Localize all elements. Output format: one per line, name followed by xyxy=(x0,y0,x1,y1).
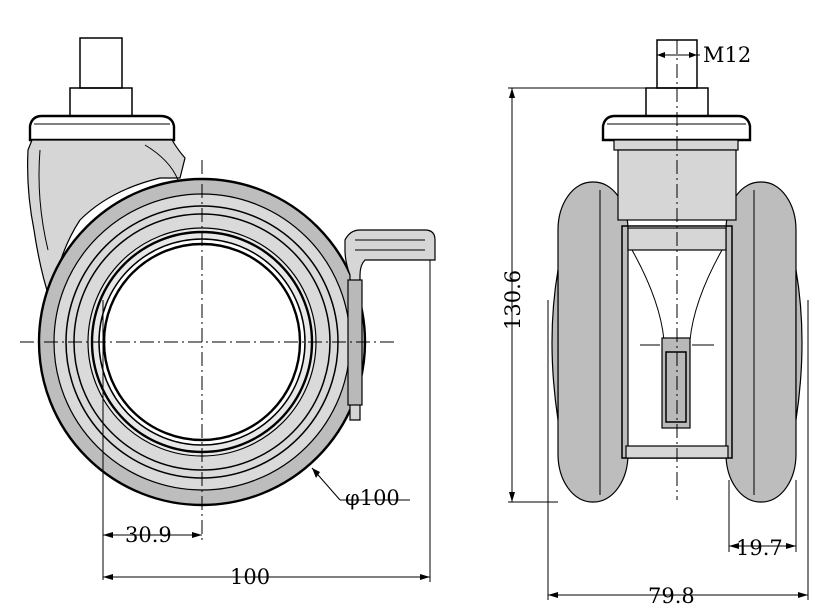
height-dimension xyxy=(508,87,650,503)
side-brake-pedal xyxy=(344,229,436,421)
offset-dimension xyxy=(102,300,202,580)
thread-label: M12 xyxy=(703,43,751,67)
width-label: 100 xyxy=(230,565,270,589)
tire-width-dimension xyxy=(728,480,797,552)
side-fork xyxy=(27,139,186,303)
height-label: 130.6 xyxy=(501,270,525,330)
front-left-tire xyxy=(551,181,629,503)
front-width-dimension xyxy=(547,300,809,600)
front-width-label: 79.8 xyxy=(648,584,695,608)
tire-width-label: 19.7 xyxy=(736,536,783,560)
front-right-tire xyxy=(725,181,803,503)
diameter-leader xyxy=(311,467,410,501)
offset-label: 30.9 xyxy=(125,523,172,547)
diameter-label: φ100 xyxy=(345,486,400,510)
thread-leader xyxy=(657,52,700,58)
width-dimension xyxy=(103,260,431,582)
side-stem xyxy=(28,37,176,142)
front-view: M12 xyxy=(501,39,809,608)
side-view: φ100 30.9 100 xyxy=(20,37,436,589)
